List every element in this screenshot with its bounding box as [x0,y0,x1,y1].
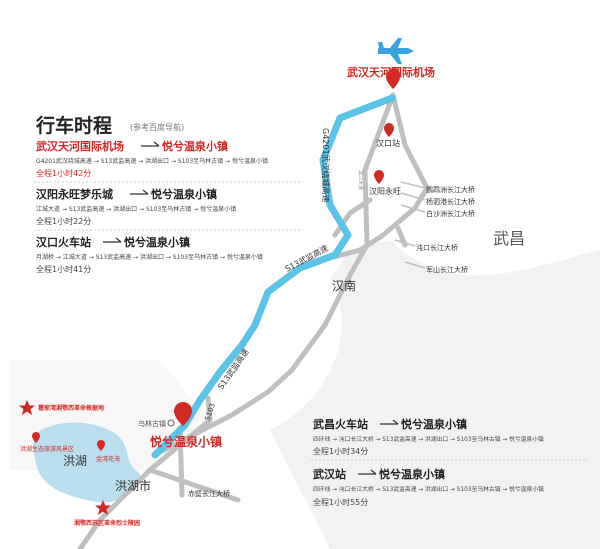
route-block: 武昌火车站 悦兮温泉小镇 四环线 → 沌口长江大桥 → S13武监高速 → 洪湖… [313,417,544,456]
map-pin-icon [384,123,394,137]
long-right-arrow [380,419,399,425]
route-time: 全程1小时22分 [36,216,91,226]
road-g4201-label: G4201武汉绕城高速 [321,128,331,203]
land-region [270,240,600,549]
route-time: 全程1小时41分 [36,264,91,274]
road-network [77,92,430,549]
long-right-arrow [130,189,149,195]
star-icon [19,400,35,415]
poi-revolution-label: 瞿家湾湘鄂西革命根据地 [38,404,104,412]
poi-cemetery-label: 湘鄂西苏区革命烈士陵园 [74,519,140,527]
long-right-arrow [141,141,160,147]
road-small-label: 滨江大道 [357,170,364,190]
road-s103-label: S103 [203,402,217,421]
bridge-label-2: 杨泗港长江大桥 [426,197,475,206]
bridge-label-3: 白沙洲长江大桥 [426,209,475,218]
map-pin-icon [386,70,400,89]
route-title: 武汉天河国际机场 [36,139,124,153]
map-pin-icon [374,170,384,184]
page-title-note: (参考百度导航) [130,122,184,132]
map-pin-icon [97,440,105,451]
route-time: 全程1小时34分 [313,446,368,456]
bridge-spur-lines [394,181,426,269]
hannan-label: 汉南 [332,278,356,293]
bridge-label-4: 沌口长江大桥 [416,243,458,252]
star-icon [95,500,111,515]
wulin-label: 乌林古镇 [138,419,166,428]
chibi-bridge-label: 赤壁长江大桥 [188,489,230,498]
route-dest: 悦兮温泉小镇 [151,187,217,201]
route-dest: 悦兮温泉小镇 [124,235,190,249]
airplane-icon [378,38,414,64]
route-dest: 悦兮温泉小镇 [401,417,467,431]
route-block: 汉阳永旺梦乐城 悦兮温泉小镇 江城大道 → S13武监高速 → 洪湖出口 → S… [36,187,236,226]
route-title: 汉口火车站 [36,235,91,249]
hanyang-label: 汉阳永旺 [369,186,401,196]
long-right-arrow [358,469,377,475]
bridge-label-5: 军山长江大桥 [426,265,468,274]
route-title: 武汉站 [313,467,346,481]
resort-pin-icon [174,402,192,426]
poi-jinwan-label: 金湾花海 [96,455,120,463]
route-title: 武昌火车站 [313,417,368,431]
route-dest: 悦兮温泉小镇 [162,139,228,153]
hankou-station-label: 汉口站 [376,138,400,148]
map-pin-icon [32,432,40,443]
route-time: 全程1小时42分 [36,168,91,178]
airport-label: 武汉天河国际机场 [347,65,435,79]
wuchang-label: 武昌 [493,229,525,248]
route-block: 汉口火车站 悦兮温泉小镇 月湖桥 → 江城大道 → S13武监高速 → 洪湖出口… [36,235,263,274]
honghu-lake [33,422,141,503]
long-right-arrow [103,237,122,243]
page-title: 行车时程 [35,114,112,137]
route-path: 月湖桥 → 江城大道 → S13武监高速 → 洪湖出口 → S103至乌林古镇 … [36,253,263,261]
route-title: 汉阳永旺梦乐城 [36,187,113,201]
route-path: 四环线 → 沌口长江大桥 → S13武监高速 → 洪湖出口 → S103至乌林古… [313,485,544,493]
route-path: 江城大道 → S13武监高速 → 洪湖出口 → S103至乌林古镇 → 悦兮温泉… [36,205,236,213]
honghu-city-label: 洪湖市 [115,478,151,493]
honghu-lake-label: 洪湖 [63,453,87,468]
highlighted-route [151,94,396,459]
route-block: 武汉站 悦兮温泉小镇 四环线 → 沌口长江大桥 → S13武监高速 → 洪湖出口… [313,467,544,507]
route-path: G4201武汉绕城高速 → S13武监高速 → 洪湖出口 → S103至乌林古镇… [36,157,268,165]
route-time: 全程1小时55分 [313,497,368,507]
resort-label: 悦兮温泉小镇 [150,434,222,449]
route-dest: 悦兮温泉小镇 [379,467,445,481]
route-path: 四环线 → 沌口长江大桥 → S13武监高速 → 洪湖出口 → S103至乌林古… [313,435,544,443]
wulin-marker [167,419,175,427]
bridge-label-1: 鹦鹉洲长江大桥 [426,185,475,194]
route-block: 武汉天河国际机场 悦兮温泉小镇 G4201武汉绕城高速 → S13武监高速 → … [36,139,268,178]
poi-honglong-label: 洪湖生态旅游风景区 [20,445,74,453]
